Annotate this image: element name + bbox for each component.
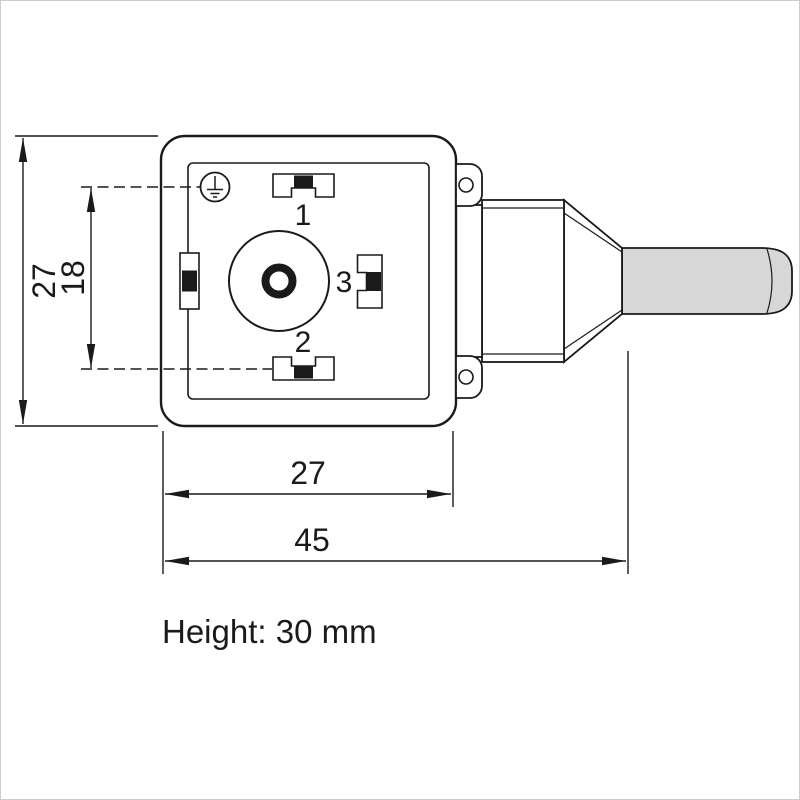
dimension-body-width: 27 bbox=[162, 431, 454, 574]
mounting-ear-screw-hole-top bbox=[458, 177, 474, 193]
gland-nut bbox=[481, 199, 565, 363]
cable bbox=[621, 247, 793, 315]
dimension-pin-spacing: 18 bbox=[55, 186, 272, 370]
gland-taper-line-bottom bbox=[563, 309, 623, 350]
pin2-contact bbox=[294, 365, 313, 379]
center-bore-outer-circle bbox=[228, 230, 330, 332]
contact-left-pin bbox=[182, 270, 197, 292]
height-note: Height: 30 mm bbox=[162, 613, 377, 650]
pin1-contact bbox=[294, 175, 313, 189]
dim-overall-height-label: 27 bbox=[26, 263, 62, 299]
connector-body bbox=[159, 134, 483, 428]
dim-overall-width-label: 45 bbox=[294, 522, 330, 558]
connector-face: 1 2 3 bbox=[179, 171, 383, 381]
pin3-label: 3 bbox=[336, 266, 353, 299]
cable-assembly bbox=[455, 198, 793, 364]
dimension-overall-height: 27 bbox=[15, 135, 158, 427]
cable-end-line bbox=[766, 248, 773, 314]
dim-pin-spacing-label: 18 bbox=[55, 260, 91, 296]
gland-taper-line-top bbox=[563, 212, 623, 253]
ground-contact-circle bbox=[199, 171, 231, 203]
pin2-label: 2 bbox=[295, 326, 312, 359]
mounting-ear-screw-hole-bottom bbox=[458, 369, 474, 385]
pin1-label: 1 bbox=[295, 199, 312, 232]
dimension-overall-width: 45 bbox=[165, 351, 629, 574]
center-bore-inner-circle bbox=[261, 263, 297, 299]
dim-body-width-label: 27 bbox=[290, 455, 326, 491]
ground-symbol-icon bbox=[207, 176, 223, 198]
gland-taper bbox=[563, 198, 623, 364]
gland-flange bbox=[455, 204, 483, 358]
connector-body-outline bbox=[159, 134, 458, 428]
pin3-contact bbox=[367, 272, 381, 291]
